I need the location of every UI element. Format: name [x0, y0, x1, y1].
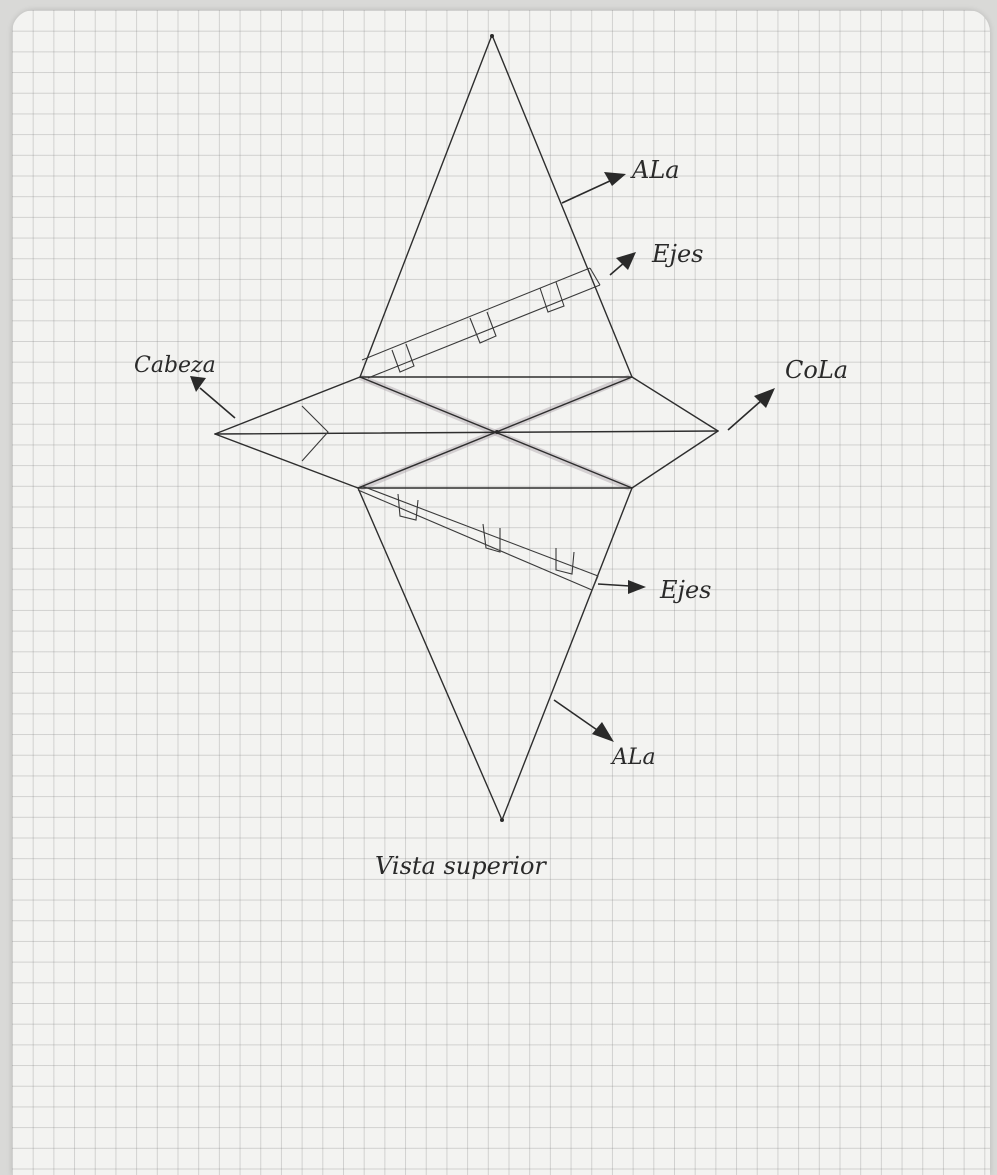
arrow-axis-top [609, 252, 636, 276]
label-axis-bottom: Ejes [659, 576, 711, 604]
label-wing-top: ALa [630, 156, 680, 184]
arrow-head [190, 376, 236, 419]
arrow-wing-top [561, 172, 626, 204]
upper-axis [361, 267, 601, 379]
grid-paper [12, 10, 990, 1175]
upper-wing [359, 34, 633, 378]
label-tail: CoLa [785, 356, 848, 384]
label-wing-bottom: ALa [610, 745, 656, 770]
arrow-axis-bottom [597, 580, 646, 594]
lower-axis [357, 485, 599, 591]
label-head: Cabeza [134, 353, 216, 378]
arrow-tail [727, 388, 775, 431]
lower-wing [357, 487, 633, 821]
caption: Vista superior [375, 852, 547, 880]
label-axis-top: Ejes [651, 240, 703, 268]
arrow-wing-bottom [553, 699, 614, 742]
kite-body [214, 34, 719, 822]
